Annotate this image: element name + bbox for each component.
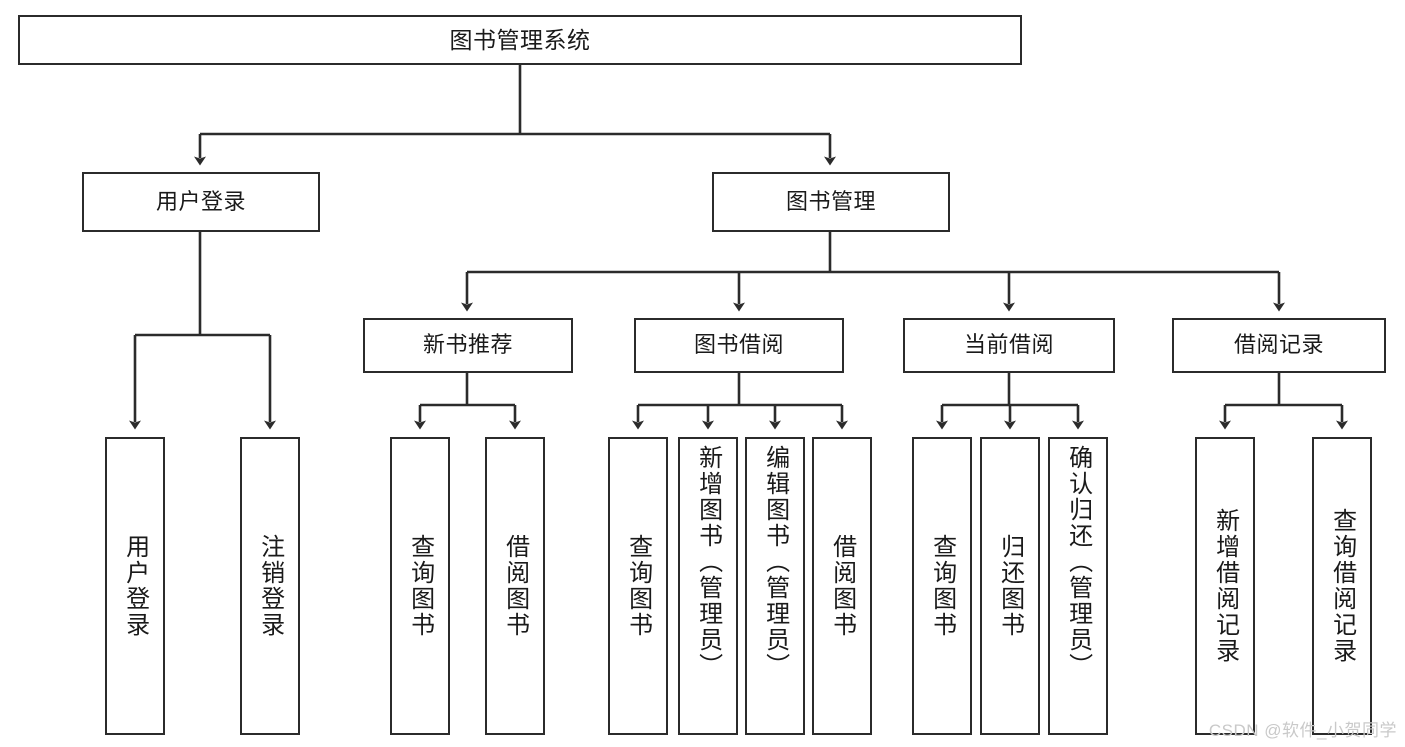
leaf-record-add[interactable]: 新增借阅记录 [1195, 437, 1255, 735]
leaf-record-query[interactable]: 查询借阅记录 [1312, 437, 1372, 735]
leaf-borrow-edit-book[interactable]: 编辑图书（管理员） [745, 437, 805, 735]
node-label: 图书借阅 [693, 332, 784, 358]
node-label: 借阅记录 [1233, 332, 1324, 358]
node-new-book-recommend[interactable]: 新书推荐 [363, 318, 573, 373]
leaf-borrow-borrow-book[interactable]: 借阅图书 [812, 437, 872, 735]
node-label: 查询图书 [624, 534, 652, 638]
node-book-borrow[interactable]: 图书借阅 [634, 318, 844, 373]
node-label: 当前借阅 [963, 332, 1054, 358]
node-label: 编辑图书（管理员） [761, 445, 789, 679]
leaf-user-logout[interactable]: 注销登录 [240, 437, 300, 735]
leaf-new-book-borrow[interactable]: 借阅图书 [485, 437, 545, 735]
node-label: 新增借阅记录 [1211, 508, 1239, 664]
node-label: 归还图书 [996, 534, 1024, 638]
node-label: 用户登录 [121, 534, 149, 638]
leaf-user-login[interactable]: 用户登录 [105, 437, 165, 735]
node-user-login[interactable]: 用户登录 [82, 172, 320, 232]
leaf-borrow-query-book[interactable]: 查询图书 [608, 437, 668, 735]
node-root-system[interactable]: 图书管理系统 [18, 15, 1022, 65]
node-label: 用户登录 [155, 188, 246, 214]
node-label: 查询图书 [928, 534, 956, 638]
leaf-new-book-query[interactable]: 查询图书 [390, 437, 450, 735]
node-label: 新书推荐 [422, 332, 513, 358]
node-label: 新增图书（管理员） [694, 445, 722, 679]
leaf-current-query-book[interactable]: 查询图书 [912, 437, 972, 735]
node-label: 查询借阅记录 [1328, 508, 1356, 664]
node-label: 图书管理系统 [449, 26, 591, 53]
node-label: 借阅图书 [828, 534, 856, 638]
node-label: 注销登录 [256, 534, 284, 638]
node-book-management[interactable]: 图书管理 [712, 172, 950, 232]
node-borrow-record[interactable]: 借阅记录 [1172, 318, 1386, 373]
node-label: 查询图书 [406, 534, 434, 638]
node-label: 确认归还（管理员） [1064, 445, 1092, 679]
leaf-borrow-add-book[interactable]: 新增图书（管理员） [678, 437, 738, 735]
leaf-current-confirm-return[interactable]: 确认归还（管理员） [1048, 437, 1108, 735]
node-label: 借阅图书 [501, 534, 529, 638]
node-current-borrow[interactable]: 当前借阅 [903, 318, 1115, 373]
node-label: 图书管理 [785, 188, 876, 214]
leaf-current-return-book[interactable]: 归还图书 [980, 437, 1040, 735]
